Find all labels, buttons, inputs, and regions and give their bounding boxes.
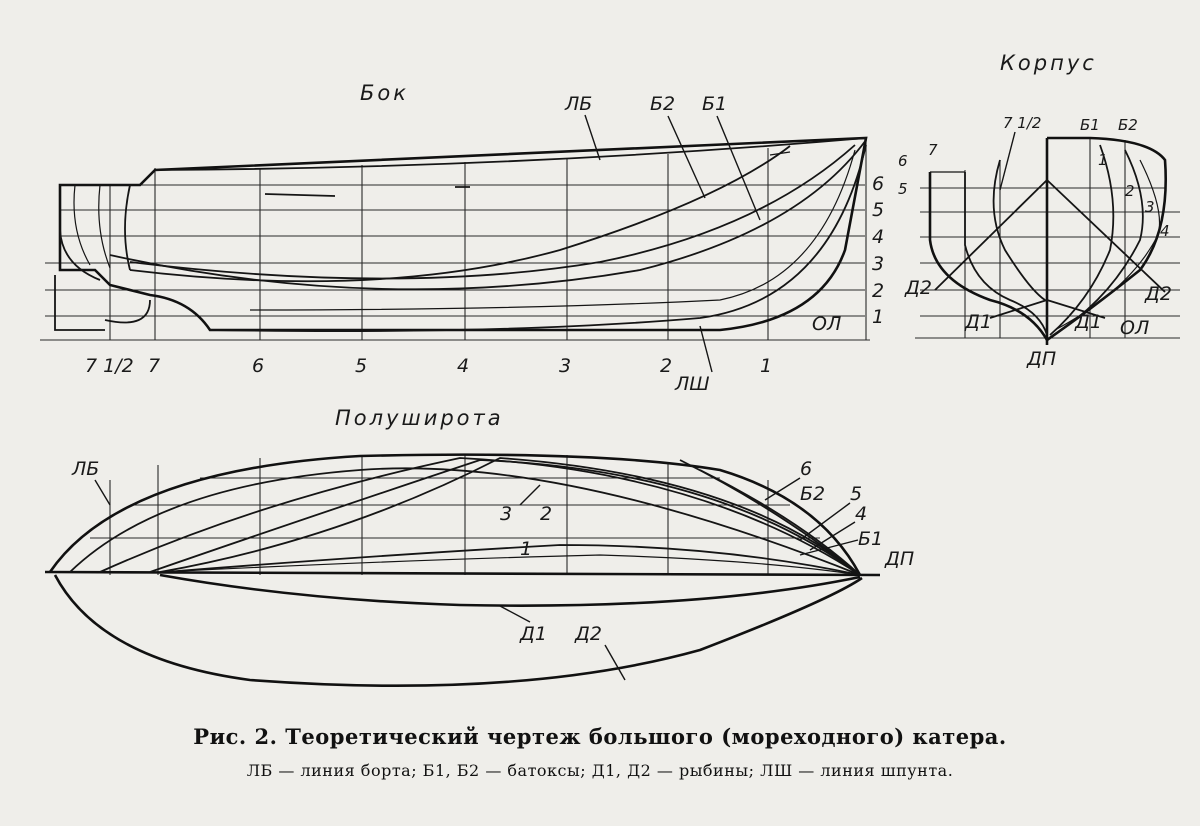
- plan-label-wl5: 5: [850, 483, 862, 505]
- svg-text:4: 4: [457, 355, 469, 377]
- svg-text:4: 4: [872, 226, 884, 248]
- side-sheer-line: [154, 137, 867, 171]
- body-label-1: 1: [1098, 151, 1108, 169]
- svg-text:7: 7: [148, 355, 160, 377]
- side-label-b2: Б2: [650, 93, 675, 115]
- body-label-3: 3: [1145, 198, 1155, 216]
- plan-label-wl6: 6: [800, 458, 812, 480]
- svg-text:2: 2: [660, 355, 672, 377]
- body-label-b2: Б2: [1118, 116, 1138, 134]
- svg-text:5: 5: [872, 199, 884, 221]
- side-view-title: Бок: [360, 81, 409, 105]
- plan-grid: [90, 455, 820, 575]
- figure-caption: Рис. 2. Теоретический чертеж большого (м…: [0, 724, 1200, 780]
- caption-legend: ЛБ — линия борта; Б1, Б2 — батоксы; Д1, …: [246, 761, 954, 780]
- plan-label-b2: Б2: [800, 483, 825, 505]
- svg-text:3: 3: [559, 355, 571, 377]
- plan-label-d2: Д2: [574, 623, 602, 645]
- svg-text:6: 6: [872, 173, 884, 195]
- body-waterlines: [920, 187, 1180, 317]
- svg-text:1: 1: [872, 306, 884, 328]
- body-label-d2-right: Д2: [1144, 283, 1172, 305]
- plan-diagonal-d1: [159, 573, 861, 607]
- plan-label-wl2: 2: [540, 503, 552, 525]
- plan-waterline-1: [164, 544, 861, 576]
- side-label-rabbet: ЛШ: [674, 373, 710, 395]
- svg-text:3: 3: [872, 253, 884, 275]
- side-station-numbers: 7 1/2 7 6 5 4 3 2 1: [85, 355, 772, 377]
- side-label-sheer: ЛБ: [564, 93, 592, 115]
- caption-title: Рис. 2. Теоретический чертеж большого (м…: [193, 724, 1007, 749]
- body-label-7: 7: [928, 141, 938, 159]
- plan-view: Полуширота: [44, 406, 914, 688]
- side-station-lines: [109, 140, 867, 340]
- side-waterlines: [45, 184, 865, 317]
- plan-centerline: [44, 570, 881, 577]
- svg-text:7 1/2: 7 1/2: [85, 355, 134, 377]
- svg-text:6: 6: [252, 355, 264, 377]
- side-view: Бок: [40, 81, 884, 395]
- body-plan: Корпус: [898, 51, 1180, 370]
- body-plan-title: Корпус: [1000, 51, 1097, 75]
- side-buttock-2: [129, 145, 791, 283]
- body-label-6: 6: [898, 152, 908, 170]
- plan-view-title: Полуширота: [335, 406, 504, 430]
- body-label-5: 5: [898, 180, 908, 198]
- side-rabbet-line: [209, 144, 867, 333]
- side-base-label: ОЛ: [812, 313, 841, 335]
- body-label-d1-right: Д1: [1074, 311, 1102, 333]
- svg-text:5: 5: [355, 355, 367, 377]
- plan-diagonal-d2: [53, 574, 863, 688]
- side-label-b1: Б1: [702, 93, 727, 115]
- body-diagonals: [934, 179, 1166, 319]
- plan-label-wl4: 4: [855, 503, 867, 525]
- plan-label-wl3: 3: [500, 503, 512, 525]
- plan-label-wl1: 1: [520, 538, 532, 560]
- body-base-label: ОЛ: [1120, 317, 1149, 339]
- svg-text:2: 2: [872, 280, 884, 302]
- side-waterline-numbers: 6 5 4 3 2 1: [872, 173, 884, 328]
- body-label-2: 2: [1125, 182, 1135, 200]
- plan-label-d1: Д1: [519, 623, 547, 645]
- body-label-7-half: 7 1/2: [1003, 114, 1041, 132]
- body-label-4: 4: [1160, 222, 1170, 240]
- body-frames-aft: [928, 172, 1049, 341]
- body-label-b1: Б1: [1080, 116, 1100, 134]
- plan-sheer-line: [48, 453, 862, 576]
- body-label-d2-left: Д2: [904, 277, 932, 299]
- plan-waterline-6: [69, 467, 861, 576]
- body-label-d1-left: Д1: [964, 311, 992, 333]
- plan-centerline-label: ДП: [884, 548, 914, 570]
- body-centerline-label: ДП: [1026, 348, 1056, 370]
- svg-text:1: 1: [760, 355, 772, 377]
- plan-label-sheer: ЛБ: [71, 458, 99, 480]
- plan-label-b1: Б1: [858, 528, 883, 550]
